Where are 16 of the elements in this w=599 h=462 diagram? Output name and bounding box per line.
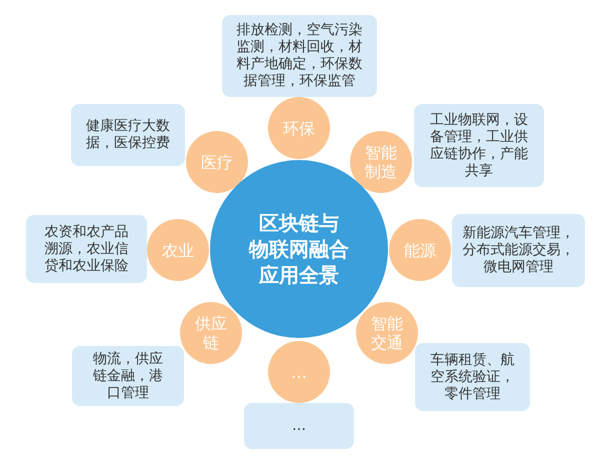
topic-circle: 供应链 bbox=[180, 302, 242, 364]
description-box: … bbox=[244, 403, 354, 449]
topic-circle: 能源 bbox=[389, 219, 451, 281]
topic-circle: 环保 bbox=[268, 97, 330, 159]
description-box: 新能源汽车管理，分布式能源交易，微电网管理 bbox=[452, 214, 585, 287]
topic-circle: 农业 bbox=[147, 219, 209, 281]
description-box: 农资和农产品溯源，农业信贷和农业保险 bbox=[26, 215, 147, 283]
description-box: 物流，供应链金融，港口管理 bbox=[72, 346, 184, 406]
topic-circle: 智能制造 bbox=[350, 131, 412, 193]
topic-circle: 医疗 bbox=[186, 131, 248, 193]
topic-circle: 智能交通 bbox=[356, 302, 418, 364]
description-box: 车辆租赁、航空系统验证，零件管理 bbox=[415, 343, 530, 411]
description-box: 健康医疗大数据，医保控费 bbox=[71, 104, 185, 166]
description-box: 排放检测，空气污染监测，材料回收，材料产地确定，环保数据管理，环保监管 bbox=[222, 15, 377, 97]
topic-circle: … bbox=[268, 341, 330, 403]
description-box: 工业物联网，设备管理，工业供应链协作，产能共享 bbox=[414, 104, 544, 187]
